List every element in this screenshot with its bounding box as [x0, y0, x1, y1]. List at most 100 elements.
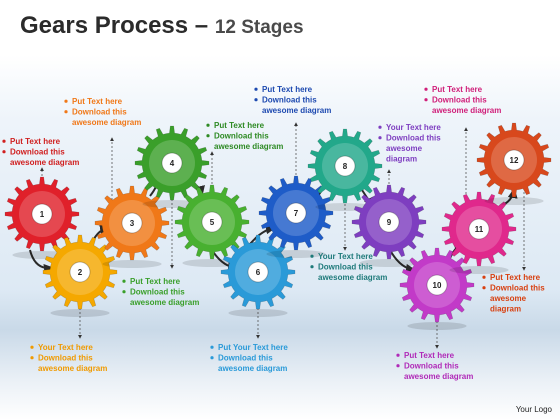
label-bullet	[424, 98, 428, 102]
page-title: Gears Process – 12 Stages	[20, 4, 304, 41]
label-bullet	[210, 345, 214, 349]
label-line: Download this	[38, 354, 93, 363]
gear-number: 1	[40, 210, 45, 219]
label-line: awesome	[490, 294, 527, 303]
gear-hub	[426, 274, 448, 296]
label-line: Download this	[432, 96, 487, 105]
label-bullet	[310, 265, 314, 269]
label-line: awesome diagram	[262, 106, 331, 115]
label-line: Download this	[214, 132, 269, 141]
gear-hub	[201, 211, 223, 233]
gear-7: 7	[258, 175, 334, 258]
logo-text: Your Logo	[515, 405, 552, 414]
gear-hub	[378, 211, 400, 233]
gear-4: 4	[134, 125, 210, 208]
label-line: Your Text here	[38, 343, 93, 352]
label-line: awesome diagram	[404, 372, 473, 381]
label-bullet	[378, 136, 382, 140]
label-line: Put Text here	[72, 97, 123, 106]
label-line: Download this	[10, 148, 65, 157]
label-bullet	[2, 139, 6, 143]
gear-shadow	[102, 260, 162, 268]
gear-number: 8	[343, 162, 348, 171]
label-line: Download this	[262, 96, 317, 105]
label-bullet	[64, 99, 68, 103]
gear-shadow	[407, 322, 467, 330]
label-line: Download this	[386, 134, 441, 143]
gear-8: 8	[307, 128, 383, 211]
label-bullet	[206, 123, 210, 127]
label-line: Put Your Text here	[218, 343, 288, 352]
label-bullet	[122, 290, 126, 294]
title-sub: 12 Stages	[214, 17, 304, 38]
label-bullet	[2, 150, 6, 154]
gear-shadow	[266, 250, 326, 258]
gear-hub	[247, 261, 269, 283]
gear-number: 4	[170, 159, 175, 168]
gear-number: 10	[433, 281, 442, 290]
label-line: awesome diagram	[72, 118, 141, 127]
gear-3: 3	[94, 185, 170, 268]
gear-number: 12	[510, 156, 519, 165]
label-line: Your Text here	[386, 123, 441, 132]
label-line: awesome diagram	[432, 106, 501, 115]
flow-arrow-1	[29, 249, 54, 274]
label-bullet	[396, 364, 400, 368]
gear-hub	[285, 202, 307, 224]
label-line: awesome diagram	[10, 158, 79, 167]
label-line: Put Text here	[262, 85, 313, 94]
gear-11: 11	[441, 191, 517, 274]
label-bullet	[482, 286, 486, 290]
gear-number: 7	[294, 209, 299, 218]
label-bullet	[482, 275, 486, 279]
gear-9: 9	[351, 184, 427, 267]
gear-hub	[69, 261, 91, 283]
label-bullet	[30, 345, 34, 349]
gear-shadow	[50, 309, 110, 317]
label-bullet	[206, 134, 210, 138]
label-line: awesome diagram	[38, 364, 107, 373]
label-line: Put Text here	[130, 277, 181, 286]
label-bullet	[310, 254, 314, 258]
gear-10: 10	[399, 247, 475, 330]
gear-hub	[161, 152, 183, 174]
gear-number: 9	[387, 218, 392, 227]
label-bullet	[254, 98, 258, 102]
label-bullet	[254, 87, 258, 91]
label-bullet	[30, 356, 34, 360]
label-bullet	[64, 110, 68, 114]
gear-hub	[121, 212, 143, 234]
gear-number: 3	[130, 219, 135, 228]
gear-hub	[31, 203, 53, 225]
label-line: Download this	[130, 288, 185, 297]
gear-5: 5	[174, 184, 250, 267]
label-line: awesome diagram	[218, 364, 287, 373]
label-line: Your Text here	[318, 252, 373, 261]
label-bullet	[396, 353, 400, 357]
label-line: Put Text here	[490, 273, 541, 282]
label-line: Download this	[218, 354, 273, 363]
label-line: Download this	[72, 108, 127, 117]
gear-number: 5	[210, 218, 215, 227]
gear-6: 6	[220, 234, 296, 317]
gear-number: 2	[78, 268, 83, 277]
title-main: Gears Process	[20, 12, 189, 39]
label-bullet	[122, 279, 126, 283]
label-line: Put Text here	[214, 121, 265, 130]
gear-1: 1	[4, 176, 80, 259]
label-line: awesome diagram	[130, 298, 199, 307]
